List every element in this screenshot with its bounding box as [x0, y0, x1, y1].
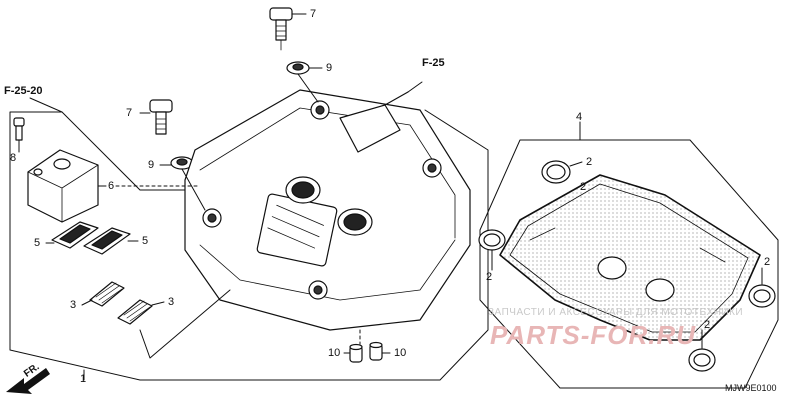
watermark-tagline: ЗАПЧАСТИ И АКСЕССУАРЫ ДЛЯ МОТОТЕХНИКИ [488, 307, 744, 318]
callout-assembly: 1 [80, 373, 87, 385]
leader-inserts-to-cover [139, 289, 231, 359]
plug-3-icon [748, 284, 776, 308]
callout-dowel-a: 10 [328, 347, 341, 359]
dowel-a-icon [349, 343, 363, 363]
callout-washer-left: 9 [148, 159, 155, 171]
callout-pad-a: 5 [34, 237, 41, 249]
callout-gasket-set: 4 [576, 111, 583, 123]
plug-1-icon [541, 160, 571, 184]
callout-plug-4: 2 [764, 256, 771, 268]
leader-insert-a [81, 299, 93, 306]
pad-b-icon [83, 227, 131, 255]
plug-4-icon [688, 348, 716, 372]
ref-link-f25[interactable]: F-25 [422, 57, 445, 69]
callout-plug-3: 2 [486, 271, 493, 283]
callout-plug-2: 2 [580, 181, 587, 193]
washer-top-icon [286, 61, 310, 75]
callout-plug-5: 2 [704, 319, 711, 331]
diagram-code: MJW9E0100 [725, 383, 777, 393]
callout-insert-b: 3 [168, 296, 175, 308]
insert-a-icon [89, 281, 125, 307]
bolt-small-icon [13, 117, 25, 141]
head-cover-icon [184, 81, 471, 331]
callout-dowel-b: 10 [394, 347, 407, 359]
watermark-logo: PARTS-FOR.RU [490, 320, 697, 350]
cap-icon [27, 149, 99, 223]
plug-2-icon [478, 229, 506, 251]
leader-insert-b [151, 301, 165, 306]
dowel-b-icon [369, 341, 383, 361]
front-arrow-icon [6, 368, 50, 394]
assembly-outline [9, 109, 489, 381]
gasket-icon [499, 174, 761, 341]
callout-cap: 6 [108, 180, 115, 192]
callout-plug-1: 2 [586, 156, 593, 168]
leader-f25-20 [29, 97, 63, 113]
bolt-top-icon [269, 7, 293, 51]
callout-bolt-small: 8 [10, 152, 17, 164]
callout-bolt-left: 7 [126, 107, 133, 119]
callout-pad-b: 5 [142, 235, 149, 247]
callout-bolt-top: 7 [310, 8, 317, 20]
leader-washer-top-down [297, 73, 319, 103]
insert-b-icon [117, 299, 153, 325]
callout-washer-top: 9 [326, 62, 333, 74]
leader-washer-left-down [181, 168, 206, 211]
callout-insert-a: 3 [70, 299, 77, 311]
gasket-set-outline [479, 139, 779, 389]
leader-plug-1 [569, 161, 583, 167]
ref-link-f25-20[interactable]: F-25-20 [4, 85, 43, 97]
bolt-left-icon [149, 99, 173, 135]
pad-a-icon [51, 221, 99, 249]
